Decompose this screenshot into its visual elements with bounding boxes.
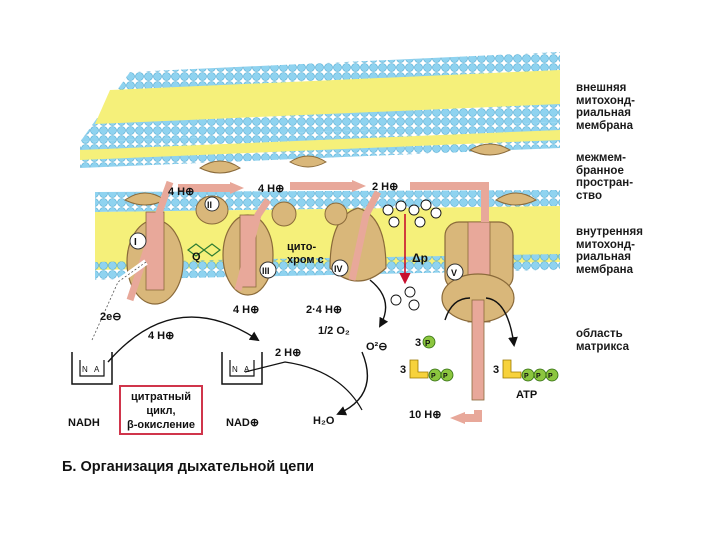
- atp-p2: P: [536, 373, 541, 380]
- inner-membrane-label: внутренняя митохонд- риальная мембрана: [576, 226, 643, 276]
- nadh-complex-n: N: [82, 365, 88, 374]
- phosphate-count: 3: [415, 337, 421, 349]
- ims-2h-label: 2 H⊕: [372, 181, 398, 193]
- complex-ii-label: II: [207, 200, 212, 210]
- cytochrome-line2: хром c: [287, 254, 324, 266]
- outer-membrane-proteins: [124, 143, 537, 206]
- citrate-line1: цитратный: [131, 391, 191, 403]
- atp-group: 3 P P P ATP: [493, 359, 559, 401]
- water-label: H₂O: [313, 415, 335, 427]
- nad-label: NAD⊕: [226, 417, 259, 429]
- phosphate-symbol: P: [425, 339, 431, 348]
- adp-p1: P: [431, 373, 436, 380]
- matrix-4h-a-label: 4 H⊕: [148, 330, 174, 342]
- ims-4h-right-label: 4 H⊕: [258, 183, 284, 195]
- cytochrome-label: цито- хром c: [287, 241, 324, 266]
- complex-iii: III: [222, 198, 277, 296]
- electron-path: 2e⊖: [89, 259, 148, 342]
- adp-p2: P: [443, 373, 448, 380]
- matrix-region-label: область матрикса: [576, 328, 630, 353]
- matrix-arrows: [107, 279, 518, 416]
- nad-complex-a: A: [244, 365, 250, 374]
- adp-count: 3: [400, 364, 406, 376]
- outer-membrane-label: внешняя митохонд- риальная мембрана: [576, 82, 636, 132]
- matrix-10h-label: 10 H⊕: [409, 409, 441, 421]
- complex-iii-label: III: [262, 266, 270, 276]
- proton-charges: Δp: [382, 199, 442, 311]
- figure-caption: Б. Организация дыхательной цепи: [62, 459, 315, 475]
- citrate-line3: β-окисление: [127, 419, 195, 431]
- proton-flow-arrows: [178, 180, 489, 424]
- outer-membrane: [80, 52, 560, 168]
- half-o2-label: 1/2 O₂: [318, 325, 350, 337]
- ims-4h-left-label: 4 H⊕: [168, 186, 194, 198]
- atp-label: ATP: [516, 389, 537, 401]
- complex-iv: IV: [324, 190, 387, 282]
- nadh-complex: N A NADH: [68, 352, 113, 429]
- matrix-2-4h-label: 2·4 H⊕: [306, 304, 342, 316]
- o2-minus-label: O²⊖: [366, 341, 387, 353]
- nad-complex-n: N: [232, 365, 238, 374]
- cytochrome-line1: цито-: [287, 241, 316, 253]
- nadh-label: NADH: [68, 417, 100, 429]
- matrix-4h-b-label: 4 H⊕: [233, 304, 259, 316]
- ubiquinone-q: Q: [187, 243, 221, 263]
- atp-p1: P: [524, 373, 529, 380]
- complex-i-label: I: [134, 237, 137, 248]
- cytochrome-c: цито- хром c: [271, 201, 324, 266]
- atp-p3: P: [548, 373, 553, 380]
- complex-iv-label: IV: [334, 264, 343, 274]
- ubiquinone-label: Q: [192, 251, 201, 263]
- atp-count: 3: [493, 364, 499, 376]
- nad-complex: N A NAD⊕: [221, 352, 263, 429]
- citrate-line2: цикл,: [146, 405, 175, 417]
- complex-ii: II: [195, 195, 229, 225]
- complex-v-label: V: [451, 268, 457, 278]
- complex-i: I: [126, 180, 184, 305]
- nadh-complex-a: A: [94, 365, 100, 374]
- matrix-2h-label: 2 H⊕: [275, 347, 301, 359]
- intermembrane-space-label: межмем- бранное простран- ство: [576, 152, 634, 202]
- citrate-cycle-box: цитратный цикл, β-окисление: [119, 385, 203, 435]
- delta-p-label: Δp: [412, 251, 428, 265]
- electrons-label: 2e⊖: [100, 311, 121, 323]
- complex-v-atp-synthase: V: [441, 221, 515, 401]
- phosphate-adp-group: 3 P 3 P P: [400, 335, 454, 382]
